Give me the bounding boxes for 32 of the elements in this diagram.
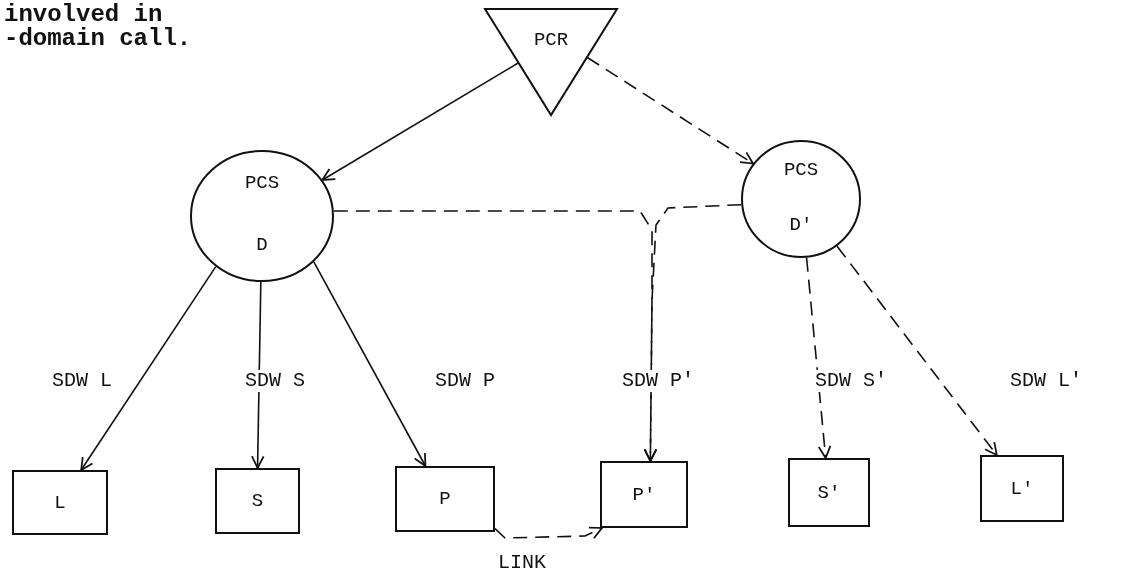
triangle-node [484,8,618,116]
circle-node [190,150,334,282]
note-text: involved in [4,2,163,28]
arrow [251,281,265,469]
note-text: -domain call. [4,26,192,52]
node-label: L' [1010,479,1034,498]
arrow [321,62,519,181]
node-label: P' [632,485,656,504]
process-box [395,466,495,532]
node-label: PCR [533,30,569,50]
process-box [600,461,688,528]
edge-label: SDW S [243,370,307,392]
node-label: P [439,489,451,509]
circle-node [741,140,861,258]
domain-label: D' [789,215,813,235]
arrow [313,261,427,467]
node-label: L [54,493,66,512]
dashed-arrow [494,526,603,540]
dashed-arrow [643,203,743,462]
domain-label: D [256,235,268,255]
arrow [80,265,217,471]
node-label: S [251,491,264,511]
node-label: S' [817,483,841,502]
dashed-arrow [836,245,998,456]
node-label: PCS [244,173,280,193]
node-label: PCS [783,160,819,179]
process-box [788,458,870,527]
dashed-arrow [805,256,832,459]
process-box [12,470,108,535]
process-box [980,455,1064,522]
dashed-arrow [586,56,754,165]
process-box [215,468,300,534]
